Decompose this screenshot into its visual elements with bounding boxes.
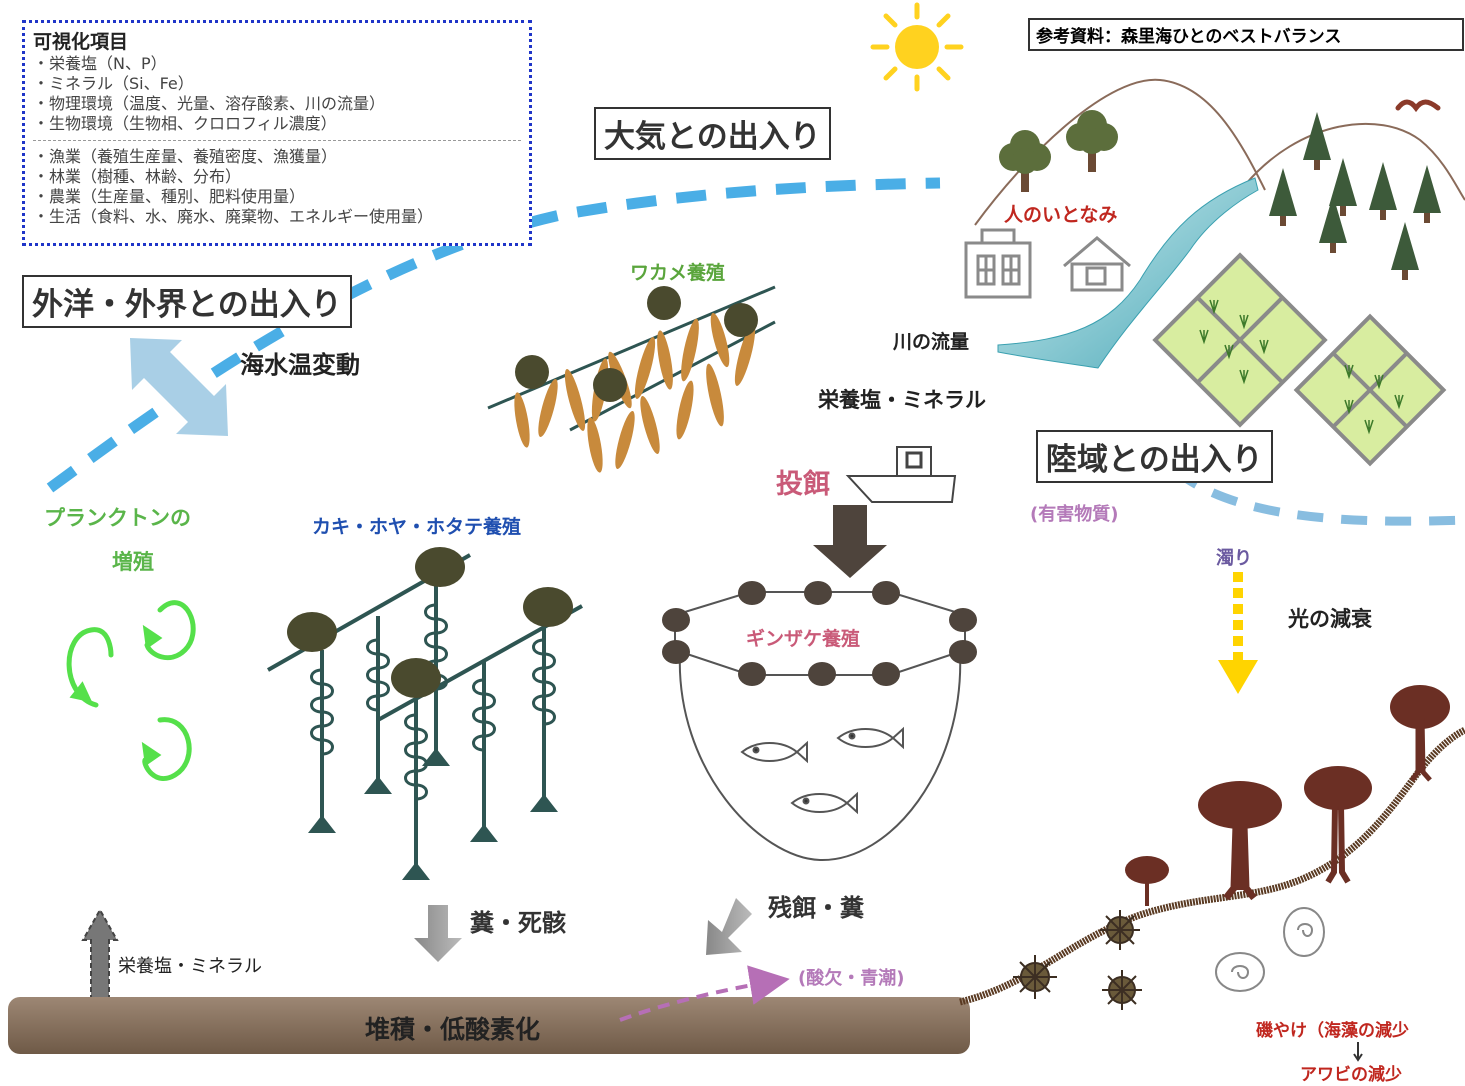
turbidity-arrow [1218, 572, 1258, 694]
nutrient-up-arrow [81, 907, 119, 1001]
legend-item: ・漁業（養殖生産量、養殖密度、漁獲量） [33, 147, 338, 166]
feeding-label: 投餌 [776, 469, 830, 500]
boat-icon [845, 446, 957, 503]
legend-item: ・生物環境（生物相、クロロフィル濃度） [33, 114, 337, 133]
oyster-weights [308, 748, 558, 880]
ocean-exchange-box: 外洋・外界との出入り [22, 275, 352, 328]
plankton-label-2: 増殖 [112, 550, 154, 574]
legend-item: ・物理環境（温度、光量、溶存酸素、川の流量） [33, 94, 386, 113]
plankton-swirl-icons [66, 600, 196, 781]
abalone-icon [1215, 907, 1325, 992]
sediment-label: 堆積・低酸素化 [365, 1015, 541, 1044]
human-activity-label: 人のいとなみ [1004, 204, 1118, 226]
atmosphere-exchange-box: 大気との出入り [594, 107, 831, 160]
building-icon [964, 228, 1032, 299]
rice-field-icon [1152, 252, 1447, 467]
fish-icon [790, 791, 858, 815]
light-decay-label: 光の減衰 [1288, 607, 1372, 631]
legend-item: ・林業（樹種、林齢、分布） [33, 167, 242, 186]
mountain-right [1244, 122, 1465, 201]
wakame-farm [487, 285, 776, 473]
river-flow-label: 川の流量 [893, 331, 970, 353]
seaweed-icon [1125, 685, 1450, 906]
land-exchange-box: 陸域との出入り [1036, 430, 1273, 483]
feces-death-label: 糞・死骸 [470, 909, 566, 937]
barren-coast-label: 磯やけ（海藻の減少 [1256, 1021, 1409, 1041]
tree-icon [1066, 110, 1118, 172]
river [997, 177, 1259, 369]
sediment-layer [8, 997, 970, 1054]
turbidity-label: 濁り [1216, 548, 1252, 569]
legend-panel: 可視化項目 ・栄養塩（N、P） ・ミネラル（Si、Fe） ・物理環境（温度、光量… [22, 20, 532, 246]
sun-icon [870, 2, 964, 92]
sea-urchin-icon [1013, 910, 1142, 1010]
leftover-arrow [706, 898, 752, 955]
coho-farm-label: ギンザケ養殖 [746, 628, 861, 650]
legend-item: ・ミネラル（Si、Fe） [33, 74, 194, 93]
legend-item: ・栄養塩（N、P） [33, 54, 167, 73]
leftover-feed-label: 残餌・糞 [768, 894, 864, 922]
oyster-farm-label: カキ・ホヤ・ホタテ養殖 [312, 516, 522, 538]
nutrients-up-label: 栄養塩・ミネラル [118, 956, 262, 977]
house-icon [1063, 236, 1131, 292]
barren-down-arrow [1353, 1042, 1363, 1062]
conifer-trees [1269, 112, 1441, 280]
feces-arrow [414, 905, 462, 962]
feeding-arrow [813, 505, 887, 578]
abalone-decline-label: アワビの減少 [1300, 1065, 1402, 1085]
sea-temp-label: 海水温変動 [240, 351, 360, 379]
wakame-label: ワカメ養殖 [630, 262, 726, 284]
bird-icon [1395, 99, 1441, 113]
legend-divider [33, 140, 521, 141]
plankton-label: プランクトンの [44, 506, 191, 530]
coho-net-cage [662, 581, 977, 862]
reference-label: 参考資料：森里海ひとのベストバランス [1028, 18, 1464, 51]
fish-icon [836, 726, 904, 750]
tree-icon [999, 130, 1051, 192]
fish-icon [740, 740, 808, 764]
legend-item: ・農業（生産量、種別、肥料使用量） [33, 187, 306, 206]
legend-item: ・生活（食料、水、廃水、廃棄物、エネルギー使用量） [33, 207, 434, 226]
harmful-substance-label: (有害物質) [1030, 504, 1119, 525]
ocean-exchange-arrow [130, 338, 228, 436]
anoxia-label: (酸欠・青潮) [798, 968, 905, 989]
legend-title: 可視化項目 [33, 31, 129, 53]
nutrients-minerals-label: 栄養塩・ミネラル [818, 388, 986, 412]
oyster-buoys [287, 547, 573, 698]
